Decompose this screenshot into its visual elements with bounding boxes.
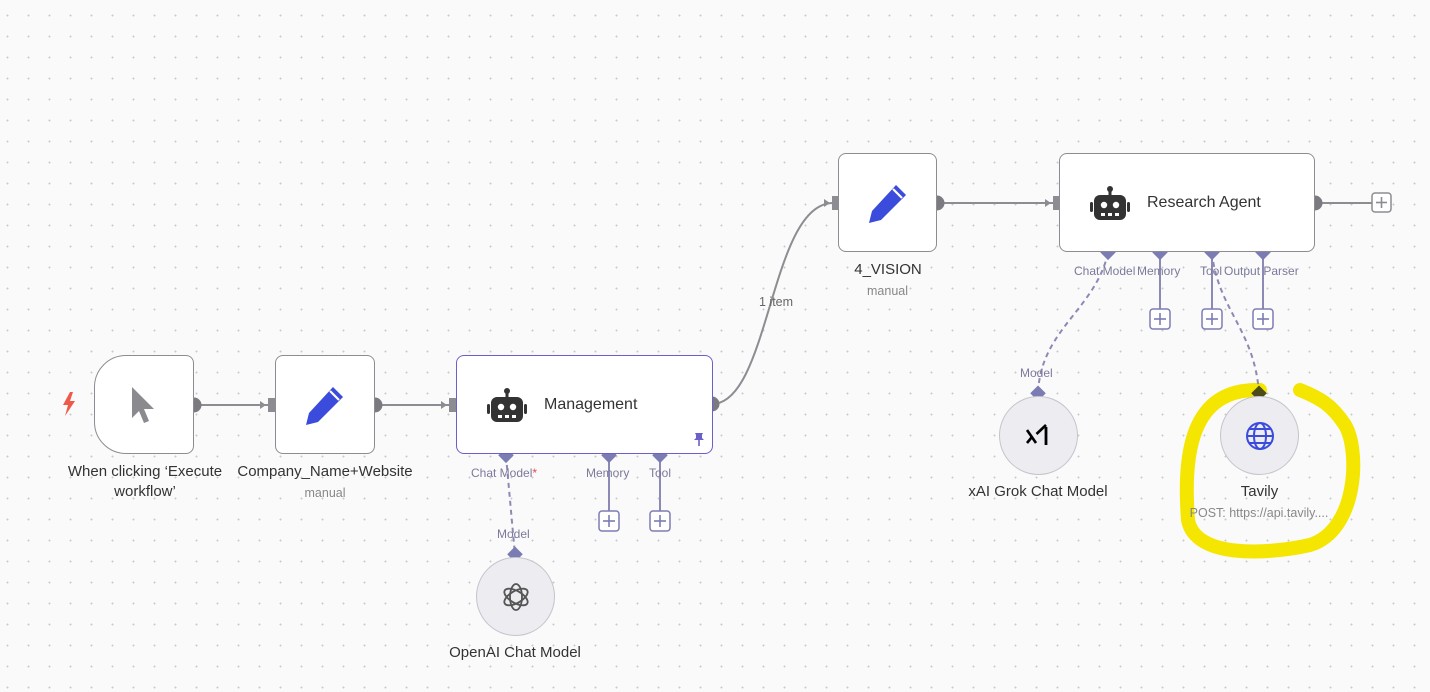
wire-management-vision[interactable]: [711, 202, 834, 405]
research-agent-node[interactable]: Research Agent: [1059, 153, 1315, 252]
openai-model-label: OpenAI Chat Model: [449, 644, 581, 661]
robot-icon: [1090, 186, 1130, 220]
vision-node-subtitle: manual: [867, 284, 908, 298]
input-handle[interactable]: [1053, 196, 1060, 210]
trigger-bolt-icon: [63, 392, 75, 416]
management-port-chat-model: Chat Model*: [471, 466, 538, 480]
tavily-label: Tavily: [1240, 483, 1279, 500]
research-agent-title: Research Agent: [1147, 194, 1261, 211]
input-handle[interactable]: [832, 196, 839, 210]
globe-icon: [1245, 421, 1274, 450]
input-handle[interactable]: [268, 398, 275, 412]
research-port-output-parser: Output Parser: [1224, 264, 1299, 278]
cursor-icon: [132, 386, 154, 423]
management-port-tool: Tool: [649, 466, 672, 480]
research-port-chat-model: Chat Model: [1074, 264, 1136, 278]
robot-icon: [487, 388, 527, 422]
xai-model-port-label: Model: [1020, 366, 1053, 380]
management-agent-node[interactable]: Management: [456, 355, 713, 454]
wire-openai-management[interactable]: [505, 455, 516, 556]
company-node-subtitle: manual: [304, 486, 346, 500]
vision-node-label: 4_VISION: [854, 261, 922, 278]
connection-item-count: 1 item: [759, 295, 794, 309]
xai-icon: [1025, 423, 1047, 445]
company-name-website-node[interactable]: [275, 355, 375, 454]
wire-xai-research[interactable]: [1037, 252, 1109, 395]
highlight-annotation: [1179, 382, 1361, 559]
openai-chat-model-node[interactable]: [476, 557, 555, 636]
openai-model-port-label: Model: [497, 527, 530, 541]
vision-node[interactable]: [838, 153, 937, 252]
management-title: Management: [544, 396, 638, 413]
pin-icon[interactable]: [692, 432, 706, 446]
research-port-memory: Memory: [1137, 264, 1181, 278]
openai-icon: [502, 582, 529, 611]
input-handle[interactable]: [449, 398, 456, 412]
tavily-subtitle: POST: https://api.tavily....: [1189, 506, 1329, 520]
company-node-label: Company_Name+Website: [237, 463, 413, 480]
pencil-icon: [868, 184, 906, 223]
manual-trigger-node[interactable]: [94, 355, 194, 454]
trigger-label: When clicking ‘Execute workflow’: [67, 463, 223, 500]
tavily-http-node[interactable]: [1220, 396, 1299, 475]
pencil-icon: [306, 386, 343, 425]
research-port-tool: Tool: [1200, 264, 1223, 278]
wire-tavily-research[interactable]: [1211, 252, 1260, 395]
xai-grok-chat-model-node[interactable]: [999, 396, 1078, 475]
management-port-memory: Memory: [586, 466, 630, 480]
xai-model-label: xAI Grok Chat Model: [968, 483, 1108, 500]
